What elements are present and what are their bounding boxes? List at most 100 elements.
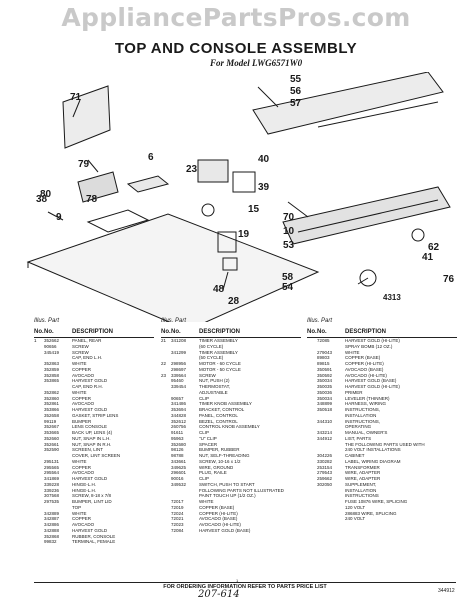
part-number: 259662 <box>317 476 333 481</box>
part-row: SPRAY BOMB (12 OZ.) <box>307 344 457 350</box>
part-row: 352861 AVOCADO <box>34 401 154 407</box>
part-description: GASKET, STRIP LENS <box>72 412 119 418</box>
part-description: BEZEL, CONTROL <box>199 418 238 424</box>
part-description: BACK UP, LENS (4) <box>72 430 113 435</box>
part-illus-no: 22 <box>161 361 167 366</box>
part-description: PAINT TOUCH UP (1/2 OZ.) <box>199 493 256 499</box>
part-number: 339564 <box>171 372 187 378</box>
part-description: FOLLOWING PARTS NOT ILLUSTRATED <box>199 487 284 493</box>
part-number: 295565 <box>44 464 60 470</box>
part-description: NUT, SNAP IN L.H. <box>72 435 111 441</box>
part-description: HARVEST GOLD <box>72 476 108 481</box>
part-number: 279043 <box>317 349 333 355</box>
part-description: AVOCADO <box>72 372 95 378</box>
part-description: WIRE, ADAPTER <box>345 470 381 476</box>
part-description: CLIP <box>199 476 210 481</box>
top-panel-shape <box>26 213 320 322</box>
part-description: CLIP <box>199 395 210 401</box>
page-number: 1 <box>236 578 239 583</box>
part-description: "U" CLIP <box>199 435 217 441</box>
part-description: HARVEST GOLD <box>72 407 108 412</box>
part-description: WHITE <box>199 499 214 504</box>
part-number: 342887 <box>44 516 60 522</box>
callout: 79 <box>78 159 90 170</box>
part-number: 344912 <box>317 435 333 441</box>
part-number: 91611 <box>171 430 184 435</box>
callout: 38 <box>36 194 48 205</box>
part-description: HARVEST GOLD (BASE) <box>345 378 397 384</box>
callout: 58 <box>282 272 294 283</box>
callout: 53 <box>283 240 295 251</box>
part-number: 72017 <box>171 499 184 504</box>
part-description: 240 VOLT INSTALLATIONS <box>345 447 401 453</box>
part-number: 98126 <box>171 447 184 453</box>
part-number: 343214 <box>317 430 333 435</box>
part-number: 72085 <box>317 338 330 343</box>
ordering-footer: FOR ORDERING INFORMATION REFER TO PARTS … <box>34 582 456 590</box>
part-description: NUT, SELF-THREADING <box>199 453 250 458</box>
part-illus-no <box>161 528 171 534</box>
part-description: AVOCADO <box>72 401 95 407</box>
knob-shape <box>411 228 425 242</box>
callout: 41 <box>422 252 434 263</box>
part-description: SCREW <box>199 372 216 378</box>
part-number: 99832 <box>44 539 57 545</box>
part-number: 72023 <box>171 522 184 527</box>
console-lens-shape <box>282 186 451 245</box>
part-number: 298956 <box>171 361 187 366</box>
parts-rows: 72085 HARVEST GOLD (HI-LITE)SPRAY BOMB (1… <box>307 338 457 522</box>
part-description: LEVELER (THINNER) <box>345 395 390 401</box>
part-number: 295131 <box>44 458 60 464</box>
part-description: WHITE <box>345 349 360 355</box>
part-number: 352863 <box>44 361 60 366</box>
part-description: CAP, END R.H. <box>72 384 103 389</box>
part-number: 253154 <box>317 464 333 470</box>
callout: 23 <box>186 164 198 175</box>
part-description: MOTOR - 60 CYCLE <box>199 361 241 366</box>
part-number: 344828 <box>171 412 187 418</box>
part-number: 350518 <box>317 407 333 412</box>
part-shape <box>222 257 238 271</box>
part-number: 260756 <box>171 424 187 430</box>
part-number: 342886 <box>44 522 60 527</box>
part-description: SUPPLEMENT, <box>345 481 377 487</box>
part-row: (50 CYCLE) <box>161 355 301 361</box>
part-description: MOTOR - 50 CYCLE <box>199 366 241 372</box>
part-row: COVER, LINT SCREEN <box>34 453 154 459</box>
part-number: 352860 <box>44 395 60 401</box>
part-row: ADJUSTABLE <box>161 390 301 396</box>
callout-labels: 71 79 80 78 38 9 6 55 56 57 23 40 39 15 … <box>36 74 455 307</box>
callout: 54 <box>282 282 294 293</box>
part-description: TIMER KNOB ASSEMBLY <box>199 401 252 407</box>
part-number: 352661 <box>44 441 60 447</box>
part-description: INSTALLATION <box>345 412 377 418</box>
part-number: 339228 <box>44 481 60 487</box>
part-row: FOLLOWING PARTS NOT ILLUSTRATED <box>161 488 301 494</box>
part-description: HARVEST GOLD (HI-LITE) <box>345 338 400 343</box>
part-row: THE FOLLOWING PARTS USED WITH <box>307 442 457 448</box>
part-description: SPACER <box>199 441 218 447</box>
part-number: 352861 <box>44 401 60 407</box>
